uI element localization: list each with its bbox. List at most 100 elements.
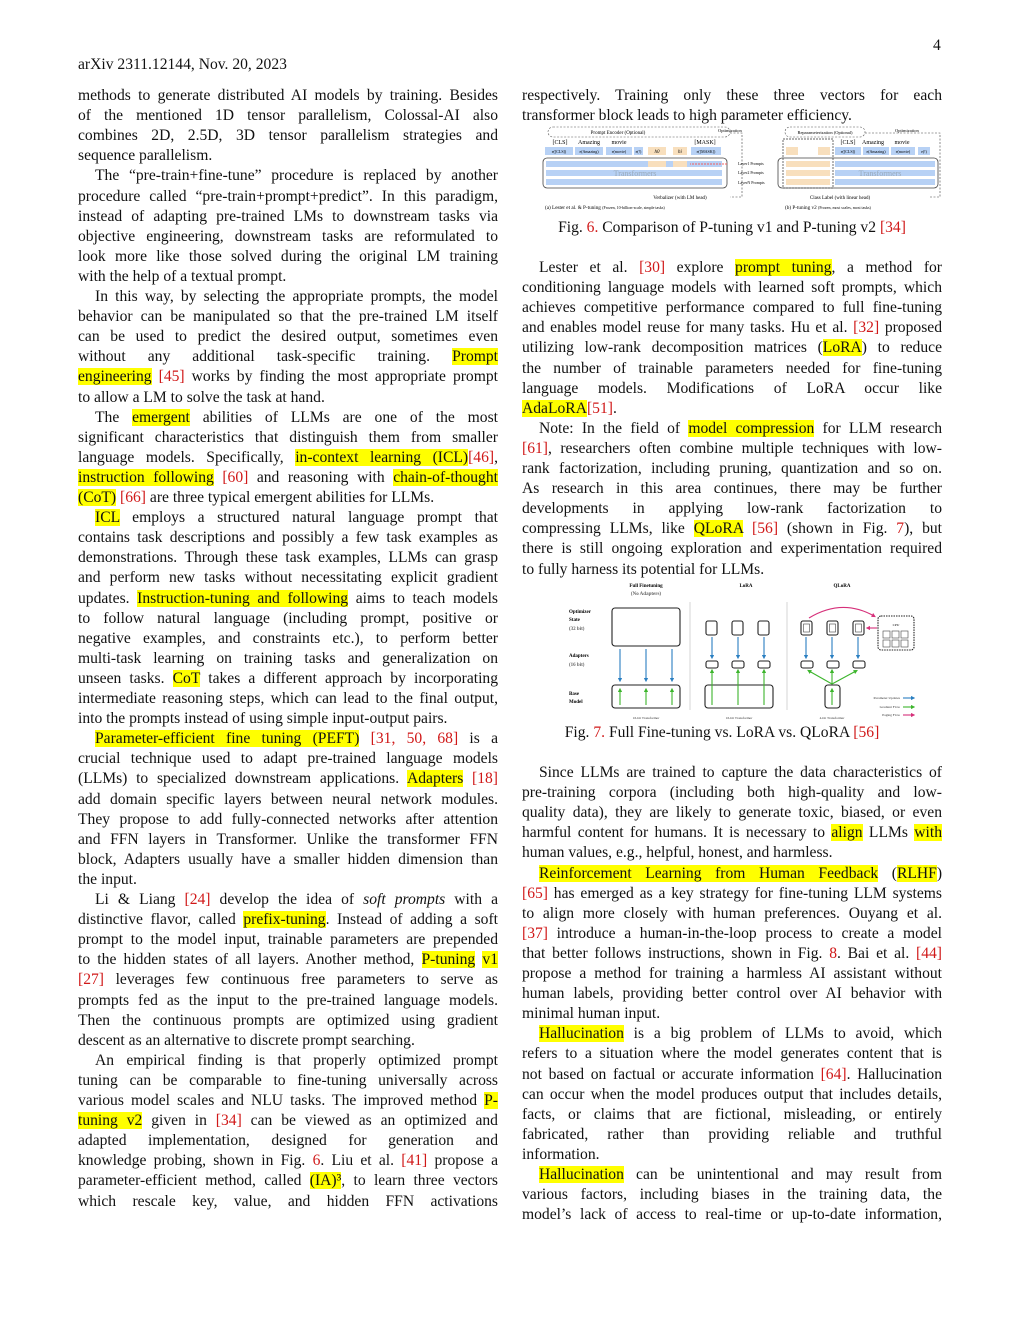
text: to the hidden states of all layers. Anot…: [78, 951, 422, 969]
text: respectively. Training only these three …: [522, 87, 942, 104]
fig7-row-label: (16 bit): [569, 663, 585, 668]
text: Then the continuous prompts are optimize…: [78, 1011, 498, 1029]
text-line: conditioning language models with learne…: [522, 278, 942, 298]
text: combines 2D, 2.5D, 3D tensor parallelism…: [78, 127, 498, 145]
text: Note: In the field of: [539, 419, 689, 437]
text: has emerged as a key strategy for fine-t…: [547, 884, 942, 902]
text-line: ICL employs a structured natural languag…: [78, 508, 498, 528]
citation-link[interactable]: [30]: [639, 259, 666, 276]
fig6-layer-prompts: LayerN Prompts: [738, 180, 765, 185]
fig6-caption-a: (a) Lester et al. & P-tuning: [545, 204, 601, 211]
citation-link[interactable]: [66]: [120, 489, 146, 506]
citation-link[interactable]: [61]: [522, 439, 548, 457]
highlighted-term: align: [831, 824, 863, 842]
citation-link[interactable]: 6: [312, 1152, 321, 1170]
text-line: look more like those solved during the o…: [78, 247, 498, 267]
citation-link[interactable]: [18]: [472, 770, 498, 788]
fig6-embed: e(Amazing): [579, 149, 599, 154]
text-line: human values, e.g., helpful, honest, and…: [522, 843, 942, 863]
text: information.: [522, 1145, 600, 1163]
text: and perform new tasks without necessitat…: [78, 569, 498, 587]
text: methods to generate distributed AI model…: [78, 87, 498, 104]
text: ): [936, 864, 943, 882]
text-line: AdaLoRA[51].: [522, 399, 942, 419]
text: explore: [665, 259, 736, 276]
text: demonstrations. Through these task examp…: [78, 549, 498, 567]
text: proposed: [879, 319, 942, 337]
text-line: pre-training corpora (including both hig…: [522, 783, 942, 803]
citation-link[interactable]: [51]: [586, 399, 613, 417]
highlighted-term: RLHF: [896, 864, 937, 882]
text: . Liu et al.: [320, 1152, 402, 1170]
text-line: In this way, by selecting the appropriat…: [78, 287, 498, 307]
citation-link[interactable]: 8: [829, 944, 837, 962]
citation-link[interactable]: [24]: [184, 891, 211, 908]
fig7-row-label: Model: [569, 700, 583, 705]
citation-link[interactable]: [60]: [222, 468, 249, 486]
highlighted-term: chain-of-thought: [393, 468, 498, 486]
text: propose a method for training a harmless…: [522, 965, 942, 982]
text: can occur when the model produces output…: [522, 1085, 942, 1103]
text: language models. Modifications of LoRA o…: [522, 379, 942, 397]
fig7-row-label: Adapters: [569, 654, 589, 659]
citation-link[interactable]: [65]: [522, 884, 548, 902]
fig6-optimization-label: Optimization: [895, 128, 919, 133]
text: to allow a LM to solve the task at hand.: [78, 388, 325, 406]
figure-7: Full Finetuning (No Adapters) LoRA QLoRA…: [569, 584, 916, 720]
text: prompts fed as the input to the pre-trai…: [78, 991, 498, 1009]
text: with the help of a textual prompt.: [78, 267, 287, 285]
citation-link[interactable]: [37]: [522, 924, 548, 942]
fig7-bottom-label: 4-bit Transformer: [820, 716, 846, 720]
text: conditioning language models with learne…: [522, 279, 942, 297]
highlighted-term: LoRA: [822, 339, 862, 357]
citation-link[interactable]: [56]: [752, 520, 779, 538]
text-line: various model scales and NLU tasks. The …: [78, 1091, 498, 1111]
text: and enables model reuse for many tasks. …: [522, 319, 854, 337]
text: propose a: [427, 1152, 499, 1170]
text-line: add domain specific layers between neura…: [78, 790, 498, 810]
citation-link[interactable]: [32]: [853, 319, 880, 337]
citation-link[interactable]: [27]: [78, 971, 104, 989]
text: block, Adapters usually have a smaller h…: [78, 850, 498, 868]
text: .: [612, 399, 617, 417]
citation-link[interactable]: [34]: [215, 1112, 242, 1130]
emphasis: soft prompts: [363, 891, 446, 908]
fig7-cpu-label: CPU: [893, 623, 900, 627]
text: descent as an alternative to discrete pr…: [78, 1031, 415, 1049]
fig7-legend-paging: Paging Flow: [882, 713, 900, 717]
text-line: (LLMs) to specialized downstream applica…: [78, 769, 498, 789]
text: crucial technique used to adapt pre-trai…: [78, 750, 498, 768]
text-line: methods to generate distributed AI model…: [78, 86, 498, 106]
fig6-caption: Fig. 6. Comparison of P-tuning v1 and P-…: [558, 219, 906, 236]
fig6-token: movie: [895, 140, 910, 146]
fig6-token: Amazing: [862, 140, 884, 146]
text-line: Hallucination can be unintentional and m…: [522, 1165, 942, 1185]
highlighted-term: P-tuning: [421, 951, 476, 969]
text: developments in applying low-rank factor…: [522, 500, 942, 518]
text: The: [95, 408, 133, 426]
text: can be viewed as an optimized and: [241, 1112, 498, 1130]
citation-link[interactable]: [46]: [468, 448, 495, 466]
citation-link[interactable]: [31, 50, 68]: [370, 730, 459, 748]
text: ), but: [904, 520, 942, 538]
text-line: of the mentioned 1D tensor parallelism, …: [78, 106, 498, 126]
text: fabricated, rather than providing reliab…: [522, 1125, 942, 1143]
citation-link[interactable]: 7: [896, 520, 905, 538]
highlighted-term: tuning v2: [78, 1112, 143, 1130]
text-line: sequence parallelism.: [78, 146, 498, 166]
citation-link[interactable]: [45]: [158, 368, 185, 386]
highlighted-term: engineering: [78, 368, 152, 386]
citation-link[interactable]: [64]: [820, 1065, 847, 1083]
highlighted-term: v1: [482, 951, 498, 969]
text: They propose to add fully-connected netw…: [78, 810, 498, 828]
text-line: to follow natural language (including pr…: [78, 609, 498, 629]
fig6-layer-prompts: Layer1 Prompts: [738, 161, 764, 166]
text-line: prompt to the model input, trainable par…: [78, 930, 498, 950]
text: compressing LLMs, like: [522, 520, 694, 538]
citation-link[interactable]: [41]: [401, 1152, 428, 1170]
text: that better follows instructions, shown …: [522, 944, 830, 962]
text-line: there is still ongoing exploration and e…: [522, 539, 942, 559]
citation-link[interactable]: [44]: [916, 944, 942, 962]
text-line: tuning can be comparable to fine-tuning …: [78, 1071, 498, 1091]
fig6-verbalizer-label: Verbalizer (with LM head): [653, 196, 707, 201]
